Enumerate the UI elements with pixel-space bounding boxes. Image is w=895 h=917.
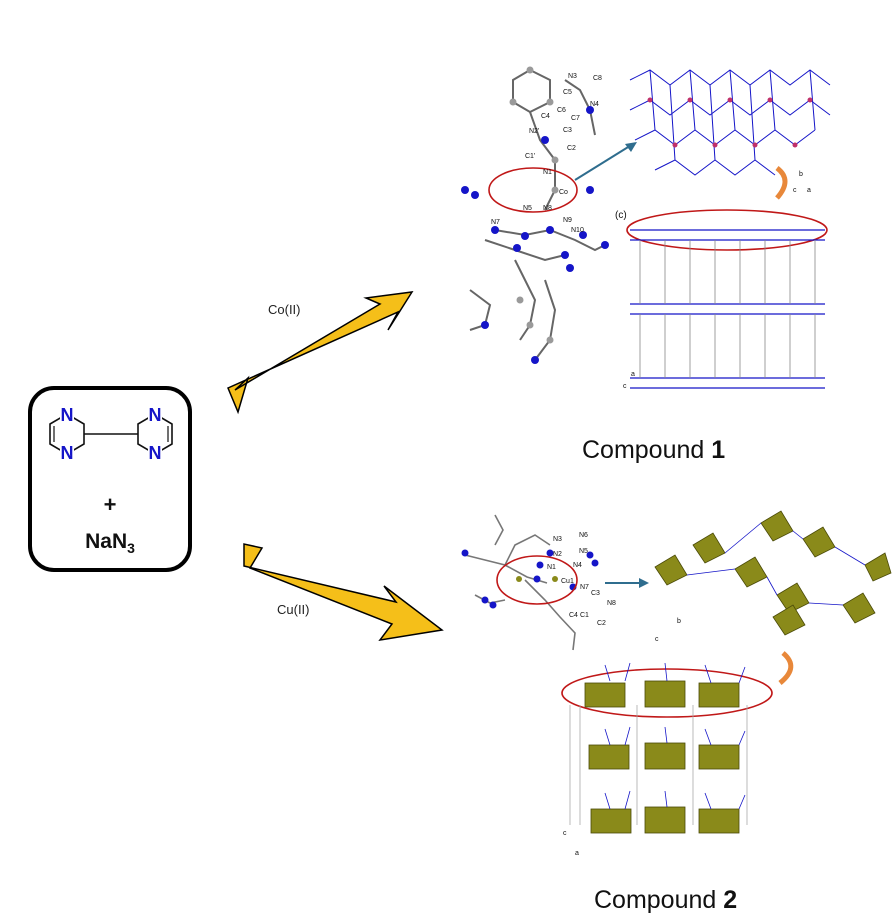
- arrow-up-icon: [227, 291, 414, 415]
- axis-label: b: [799, 171, 803, 178]
- highlight-ellipse-2b: [561, 668, 773, 718]
- curved-arrow-icon: [775, 166, 788, 200]
- linker-columns-2: [569, 705, 748, 825]
- reagent-formula: NaN3: [32, 530, 188, 556]
- atom-labels-1: N3 C8 C5 N4 C6 C7 C4 N2' C3 C1' C2 N1 Co…: [491, 73, 602, 234]
- atom-label: C2: [597, 620, 606, 627]
- highlight-ellipse-1b: [626, 209, 828, 251]
- nitrogen-label: N: [61, 443, 74, 463]
- plus-sign: +: [103, 492, 117, 517]
- panel-label: (c): [615, 210, 627, 221]
- axes-bottom-1: a c: [623, 371, 635, 390]
- axis-label: a: [575, 850, 579, 857]
- network-2d-1: [629, 69, 831, 176]
- axis-label: a: [807, 187, 811, 194]
- ortep-diagram-1: [469, 69, 606, 361]
- atom-label: N6: [579, 532, 588, 539]
- atom-label: C7: [571, 115, 580, 122]
- atom-label: N2': [529, 128, 539, 135]
- compound-word: Compound: [582, 436, 705, 464]
- azide-ticks-2: [604, 662, 746, 810]
- bipyrimidine-structure: N N N N: [49, 405, 173, 463]
- curved-arrow-icon: [778, 651, 794, 685]
- atom-label: C6: [557, 107, 566, 114]
- axis-label: a: [631, 371, 635, 378]
- compound-1-structures: N3 C8 C5 N4 C6 C7 C4 N2' C3 C1' C2 N1 Co…: [461, 66, 831, 390]
- compound-2-label: Compound 2: [594, 886, 737, 915]
- atom-label: C5: [563, 89, 572, 96]
- atom-label: N7: [491, 219, 500, 226]
- atom-label: C8: [593, 75, 602, 82]
- axis-label: c: [655, 636, 659, 643]
- reagent-subscript: 3: [127, 540, 135, 557]
- atom-label: N2: [553, 551, 562, 558]
- compound-number: 2: [723, 886, 738, 914]
- arrow-down-icon: [243, 543, 444, 642]
- atom-label: N4: [573, 562, 582, 569]
- highlight-ellipse-2: [496, 555, 578, 605]
- atom-label: N3: [568, 73, 577, 80]
- atom-labels-2: N3 N6 N2 N5 N1 N4 Cu1 N7 C3 N8 C4 C1 C2: [547, 532, 616, 627]
- atom-label: C1: [580, 612, 589, 619]
- nitrogen-label: N: [149, 405, 162, 425]
- atom-label: N1: [543, 169, 552, 176]
- highlight-ellipse-1: [488, 167, 578, 213]
- atom-label: N8: [607, 600, 616, 607]
- axes-bottom-2: c a: [563, 830, 579, 857]
- compound-number: 1: [711, 436, 726, 464]
- atom-label: N4: [590, 101, 599, 108]
- axis-label: c: [623, 383, 627, 390]
- nitrogen-label: N: [149, 443, 162, 463]
- axes-top-1: b c a: [793, 171, 811, 194]
- link-arrow-icon: [625, 142, 637, 152]
- atom-label: N5: [579, 548, 588, 555]
- atom-label: Co: [559, 189, 568, 196]
- reactant-box: N N N N + NaN3: [28, 386, 192, 572]
- linker-columns-1: [639, 240, 816, 378]
- polyhedra-layers-2: [584, 680, 740, 834]
- compound-1-label: Compound 1: [582, 436, 725, 465]
- atom-label: N10: [571, 227, 584, 234]
- atom-label: C1': [525, 153, 535, 160]
- atom-label: N7: [580, 584, 589, 591]
- atom-label: C4: [569, 612, 578, 619]
- atom-label: Cu1: [561, 578, 574, 585]
- compound-word: Compound: [594, 886, 717, 914]
- azide-lines-2: [686, 522, 866, 606]
- metal-label-cu: Cu(II): [277, 602, 310, 617]
- atom-label: N1: [547, 564, 556, 571]
- atom-label: N9: [563, 217, 572, 224]
- nitrogen-label: N: [61, 405, 74, 425]
- compound-2-structures: N3 N6 N2 N5 N1 N4 Cu1 N7 C3 N8 C4 C1 C2 …: [461, 510, 892, 857]
- reagent-main: NaN: [85, 530, 128, 553]
- link-arrow-icon: [639, 578, 649, 588]
- axis-label: b: [677, 618, 681, 625]
- axis-label: c: [793, 187, 797, 194]
- atom-label: C3: [591, 590, 600, 597]
- atom-label: N8: [543, 205, 552, 212]
- metal-label-co: Co(II): [268, 302, 301, 317]
- atom-label: C4: [541, 113, 550, 120]
- framework-3d-1: [630, 229, 825, 389]
- polyhedra-chain-2: [654, 510, 892, 636]
- axes-top-2: b c: [655, 618, 681, 643]
- axis-label: c: [563, 830, 567, 837]
- atom-label: C2: [567, 145, 576, 152]
- atom-label: C3: [563, 127, 572, 134]
- atom-label: N5: [523, 205, 532, 212]
- atom-label: N3: [553, 536, 562, 543]
